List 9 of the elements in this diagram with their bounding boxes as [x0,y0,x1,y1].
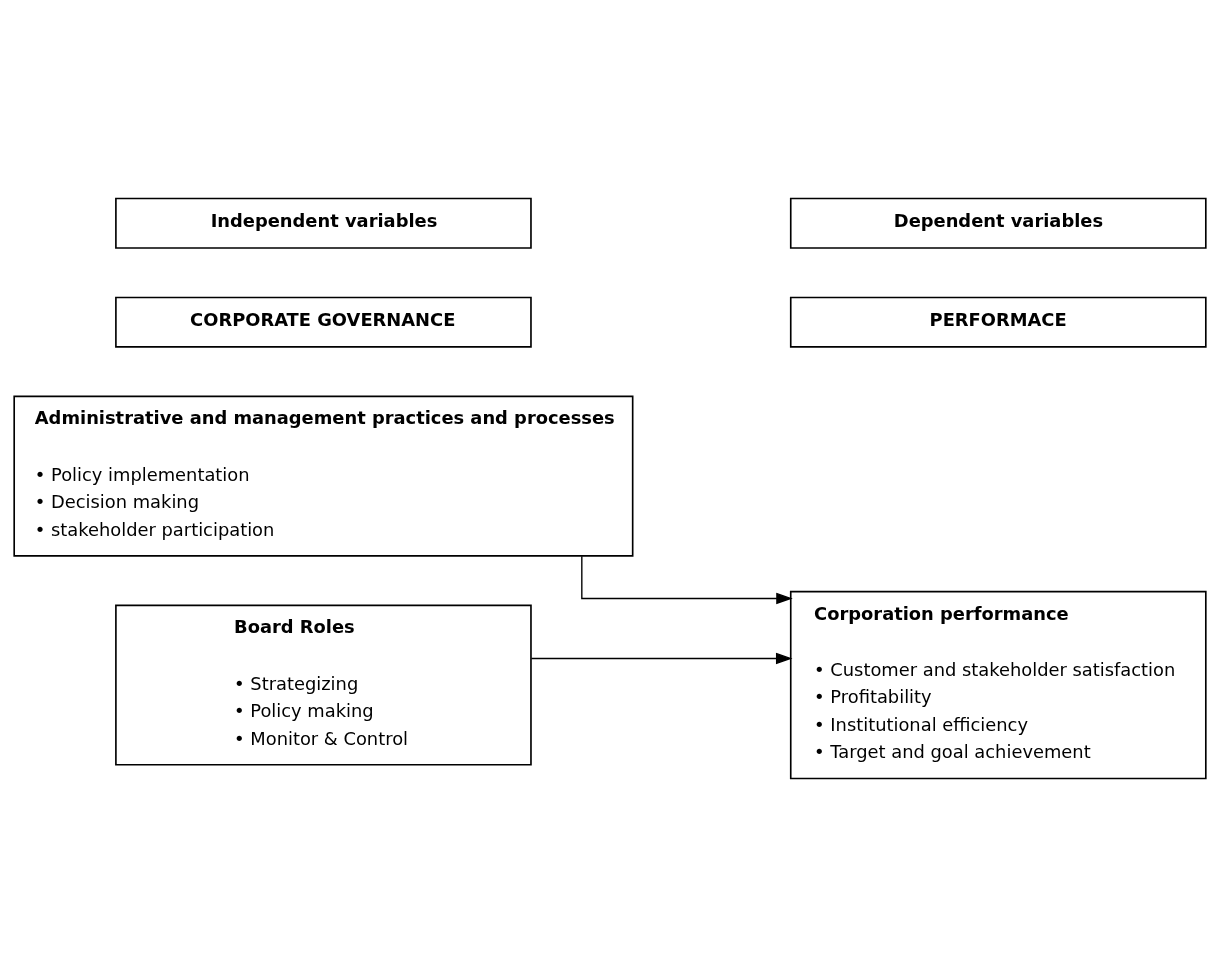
node-box: Board Roles • Strategizing • Policy making • Monitor & Control [115,604,532,766]
node-box: Administrative and management practices and processes • Policy implementation • Decision making • stakeholder participation [13,395,634,557]
node-box: CORPORATE GOVERNANCE [115,296,532,348]
node-box: Dependent variables [789,197,1207,249]
node-box: Corporation performance • Customer and stakeholder satisfaction • Profitability • Institutional efficiency • Target and goal achievement [789,590,1207,779]
arrow [530,652,793,664]
node-box: Independent variables [115,197,532,249]
arrow [581,555,793,604]
node-box: PERFORMACE [789,296,1207,348]
